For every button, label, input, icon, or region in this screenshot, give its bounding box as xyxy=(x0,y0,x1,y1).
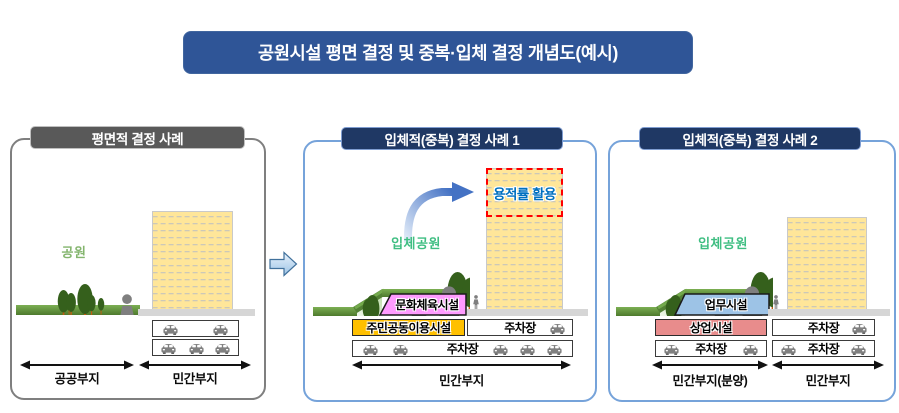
park-scene xyxy=(313,258,470,316)
panel-planar-header: 평면적 결정 사례 xyxy=(30,126,245,149)
building xyxy=(152,211,233,310)
panel-planar: 평면적 결정 사례 공원 xyxy=(10,126,266,400)
parking-level: 주차장 xyxy=(655,340,767,357)
facility-office-label: 업무시설 xyxy=(704,298,748,312)
car-icon xyxy=(851,344,866,355)
site-span-arrow xyxy=(20,360,134,370)
car-icon xyxy=(743,344,758,355)
car-icon xyxy=(163,324,178,335)
site-label: 민간부지(분양) xyxy=(672,374,748,388)
car-icon xyxy=(547,344,562,355)
car-icon xyxy=(520,344,535,355)
curved-arrow-icon xyxy=(403,182,474,244)
block-arrow-right-icon xyxy=(269,251,298,277)
building xyxy=(787,217,867,314)
parking-level xyxy=(152,320,239,337)
car-icon xyxy=(161,343,176,354)
panel-overlap-2: 입체적(중복) 결정 사례 2 입체공원 xyxy=(608,127,896,402)
car-icon xyxy=(215,343,230,354)
site-label: 민간부지 xyxy=(439,374,484,388)
park-scene xyxy=(16,275,140,315)
person-icon xyxy=(772,295,780,310)
facility-culture-sports xyxy=(379,293,467,316)
parking-level: 주차장 xyxy=(772,319,875,336)
car-icon xyxy=(213,324,228,335)
car-icon xyxy=(664,344,679,355)
facility-culture-sports-label: 문화체육시설 xyxy=(395,298,459,312)
parking-level: 주차장 xyxy=(772,340,875,357)
car-icon xyxy=(393,344,408,355)
page-title: 공원시설 평면 결정 및 중복·입체 결정 개념도(예시) xyxy=(183,31,693,74)
park-label: 입체공원 xyxy=(391,236,441,251)
site-span-arrow xyxy=(139,360,251,370)
park-deck xyxy=(685,289,769,297)
person-icon xyxy=(120,294,135,315)
car-icon xyxy=(550,323,565,334)
panel-overlap-1: 입체적(중복) 결정 사례 1 용적률 활용 입체공원 xyxy=(303,127,597,402)
grass xyxy=(16,305,140,315)
facility-commercial: 상업시설 xyxy=(655,319,767,336)
park-label: 입체공원 xyxy=(698,236,748,251)
site-label: 공공부지 xyxy=(54,372,100,386)
car-icon xyxy=(493,344,508,355)
person-icon xyxy=(472,295,480,310)
site-span-arrow xyxy=(652,360,768,370)
floor-area-utilization-box: 용적률 활용 xyxy=(486,168,563,217)
grass xyxy=(616,307,660,316)
park-label: 공원 xyxy=(61,245,87,260)
ground-strip xyxy=(467,309,588,316)
site-span-arrow xyxy=(352,360,571,370)
car-icon xyxy=(781,344,796,355)
floor-area-label: 용적률 활용 xyxy=(493,186,556,202)
parking-level xyxy=(152,339,239,356)
panel-overlap-2-header: 입체적(중복) 결정 사례 2 xyxy=(639,127,861,150)
parking-level: 주차장 xyxy=(352,340,573,357)
parking-level: 주차장 xyxy=(467,319,573,336)
park-scene xyxy=(616,258,773,316)
facility-community: 주민공동이용시설 xyxy=(352,319,465,336)
park-deck xyxy=(382,289,466,297)
site-span-arrow xyxy=(772,360,884,370)
panel-overlap-1-header: 입체적(중복) 결정 사례 1 xyxy=(341,127,563,150)
ground-strip xyxy=(768,309,890,316)
grass xyxy=(313,307,357,316)
car-icon xyxy=(852,323,867,334)
car-icon xyxy=(189,343,204,354)
site-label: 민간부지 xyxy=(172,372,218,386)
site-label: 민간부지 xyxy=(805,374,851,388)
ground-strip xyxy=(138,309,255,316)
car-icon xyxy=(363,344,378,355)
